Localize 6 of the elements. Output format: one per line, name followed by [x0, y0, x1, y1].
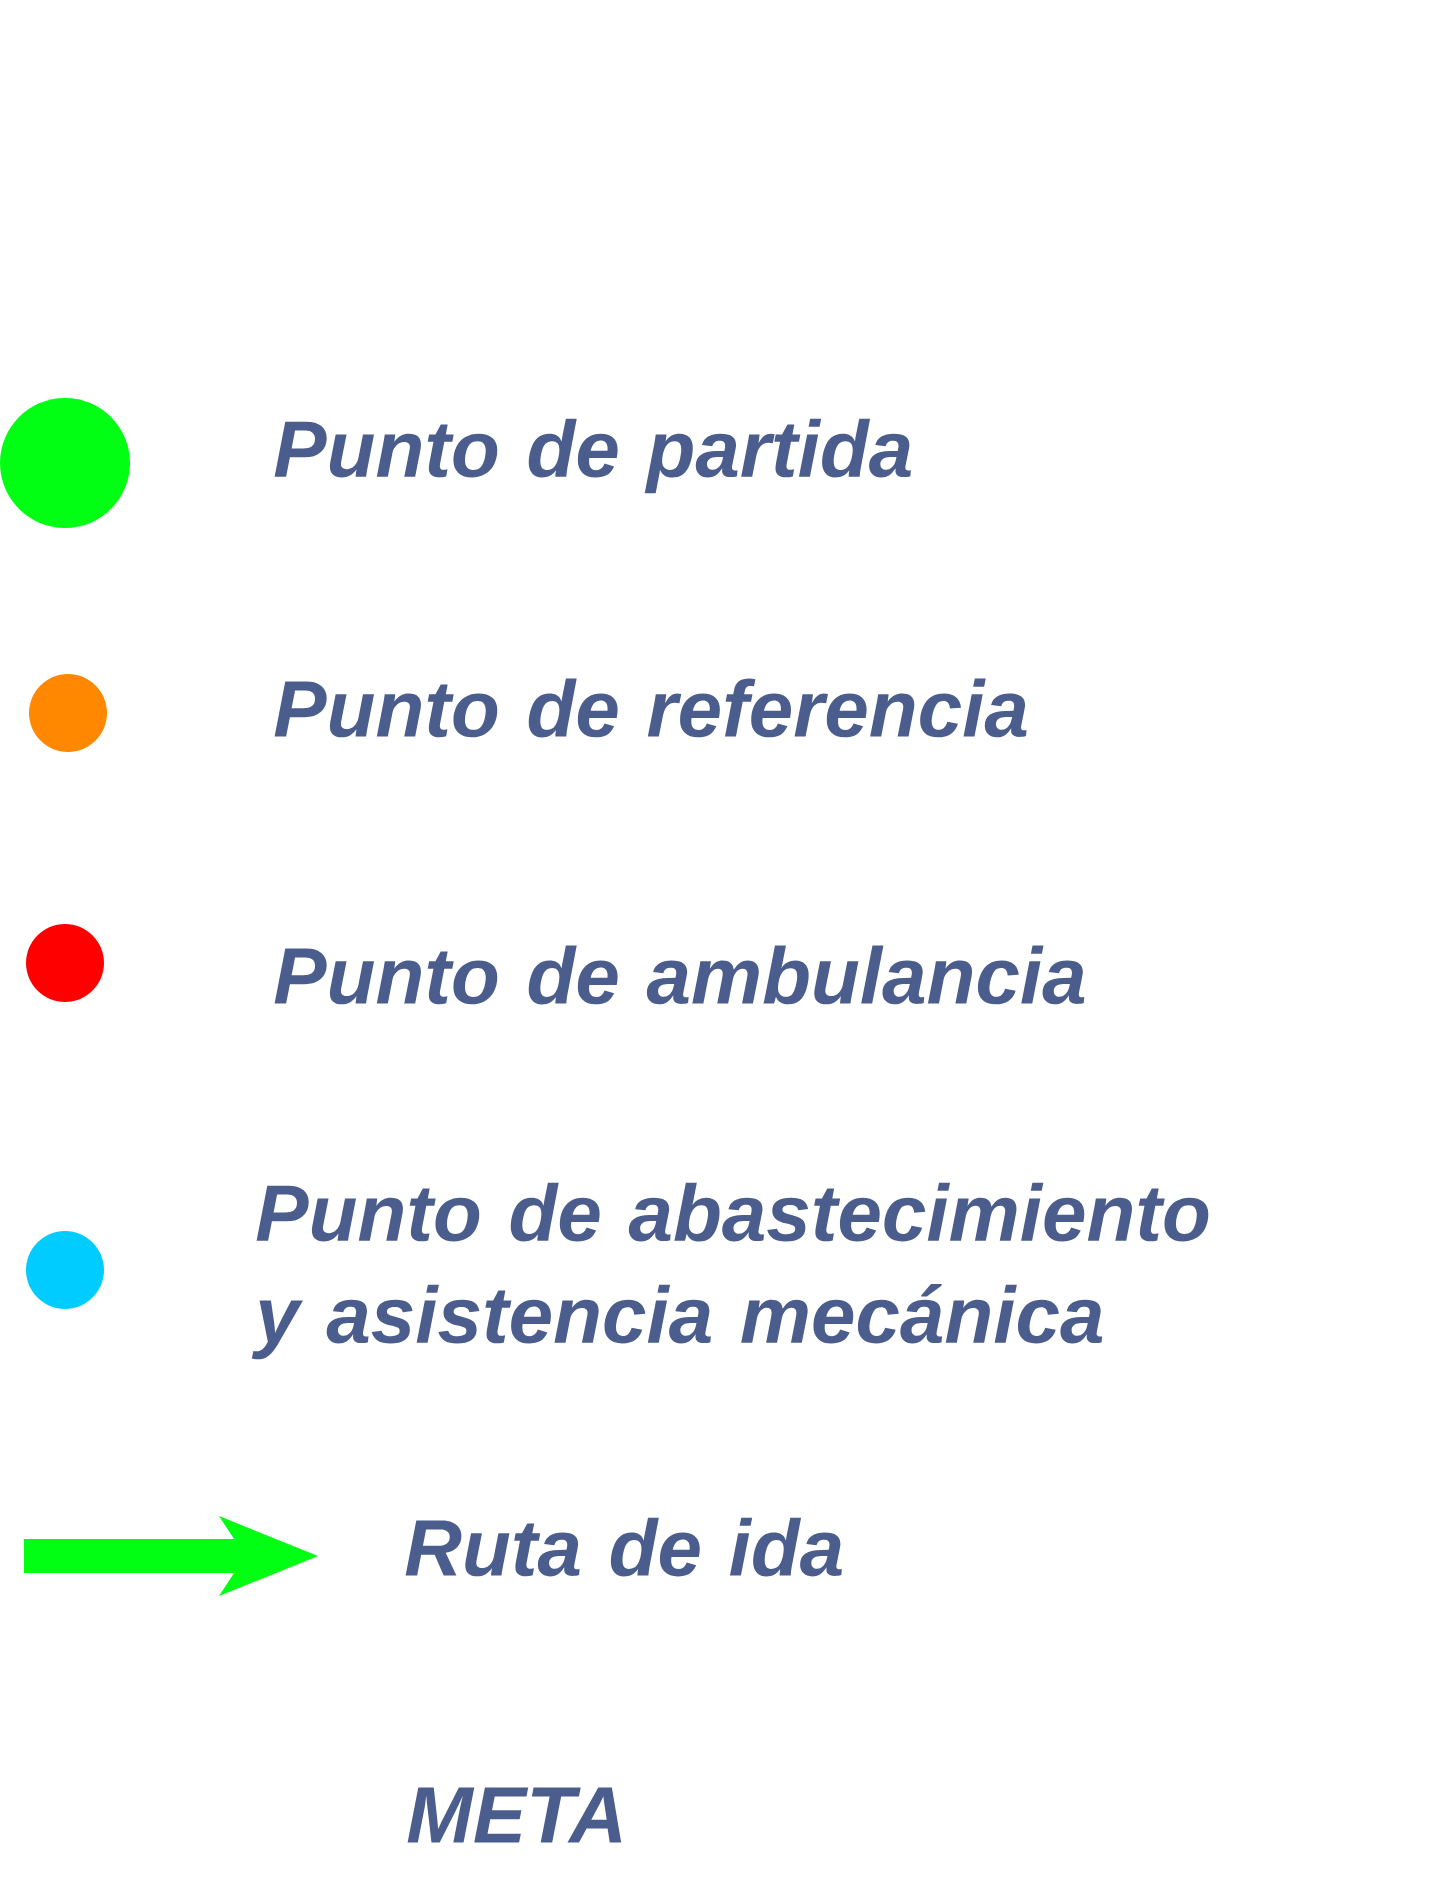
- legend-label: Punto de partida: [274, 418, 911, 494]
- legend-label: Ruta de ida: [405, 1517, 842, 1577]
- finish-label: META: [407, 1787, 622, 1843]
- legend-label: Punto de ambulancia: [274, 945, 1085, 1005]
- legend-label: Punto de referencia: [274, 678, 1027, 738]
- legend-label: Punto de abastecimiento y asistencia mecánica: [251, 1182, 1209, 1360]
